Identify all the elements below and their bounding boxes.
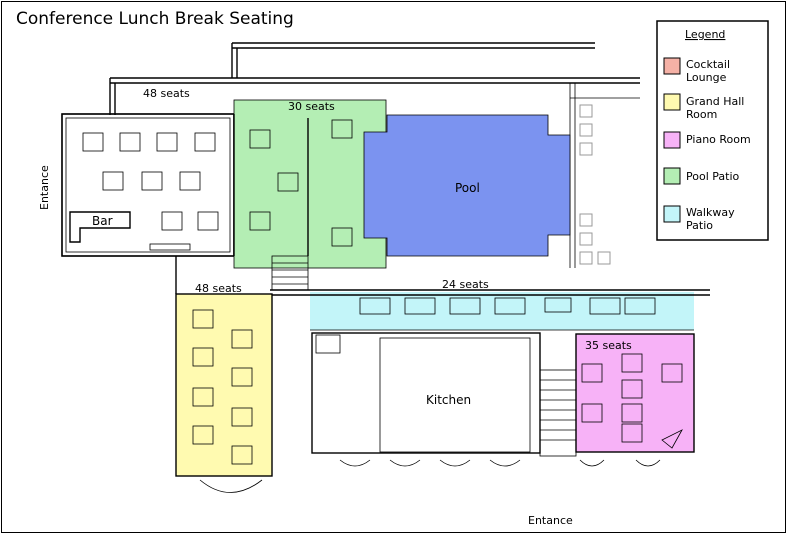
cocktail-tables bbox=[82, 132, 219, 231]
walkway-tables bbox=[359, 297, 656, 315]
kitchen bbox=[311, 332, 541, 467]
legend-label-grand-hall-2: Room bbox=[686, 108, 717, 121]
legend-swatch-cocktail bbox=[663, 57, 681, 75]
cocktail-seats-label: 48 seats bbox=[143, 87, 190, 100]
grand-hall-seats-label: 48 seats bbox=[195, 282, 242, 295]
legend-label-cocktail-1: Cocktail bbox=[686, 58, 730, 71]
pool-patio-seats-label: 30 seats bbox=[288, 100, 335, 113]
kitchen-label: Kitchen bbox=[426, 393, 471, 407]
pool-patio bbox=[233, 99, 387, 269]
cocktail-lounge: Bar bbox=[61, 113, 235, 257]
page-title: Conference Lunch Break Seating bbox=[16, 9, 294, 29]
legend-swatch-piano bbox=[663, 131, 681, 149]
top-walls bbox=[109, 42, 640, 268]
legend: Legend Cocktail Lounge Grand Hall Room P… bbox=[656, 20, 769, 241]
legend-label-walkway-2: Patio bbox=[686, 219, 713, 232]
legend-label-pool-patio: Pool Patio bbox=[686, 170, 740, 183]
grand-hall bbox=[175, 256, 273, 493]
bar-counter bbox=[69, 211, 131, 243]
stairs bbox=[271, 255, 577, 457]
pool-deck-tiles bbox=[579, 104, 611, 265]
bar-label: Bar bbox=[92, 214, 113, 228]
piano-tables bbox=[581, 353, 683, 443]
legend-heading: Legend bbox=[685, 28, 725, 41]
patio-tables bbox=[249, 119, 353, 247]
walkway-seats-label: 24 seats bbox=[442, 278, 489, 291]
piano-seats-label: 35 seats bbox=[585, 339, 632, 352]
legend-label-cocktail-2: Lounge bbox=[686, 71, 727, 84]
legend-swatch-grand-hall bbox=[663, 93, 681, 111]
legend-swatch-pool-patio bbox=[663, 167, 681, 185]
legend-label-grand-hall-1: Grand Hall bbox=[686, 95, 744, 108]
grand-hall-tables bbox=[192, 309, 253, 465]
entrance-left-label: Entance bbox=[38, 165, 51, 210]
pool bbox=[363, 114, 571, 257]
pool-label: Pool bbox=[455, 181, 480, 195]
legend-label-piano: Piano Room bbox=[686, 133, 751, 146]
legend-swatch-walkway bbox=[663, 205, 681, 223]
legend-label-walkway-1: Walkway bbox=[686, 206, 735, 219]
piano-icon bbox=[661, 429, 683, 449]
walkway-patio bbox=[270, 289, 710, 331]
piano-room bbox=[575, 333, 695, 467]
entrance-bottom-label: Entance bbox=[528, 514, 573, 527]
